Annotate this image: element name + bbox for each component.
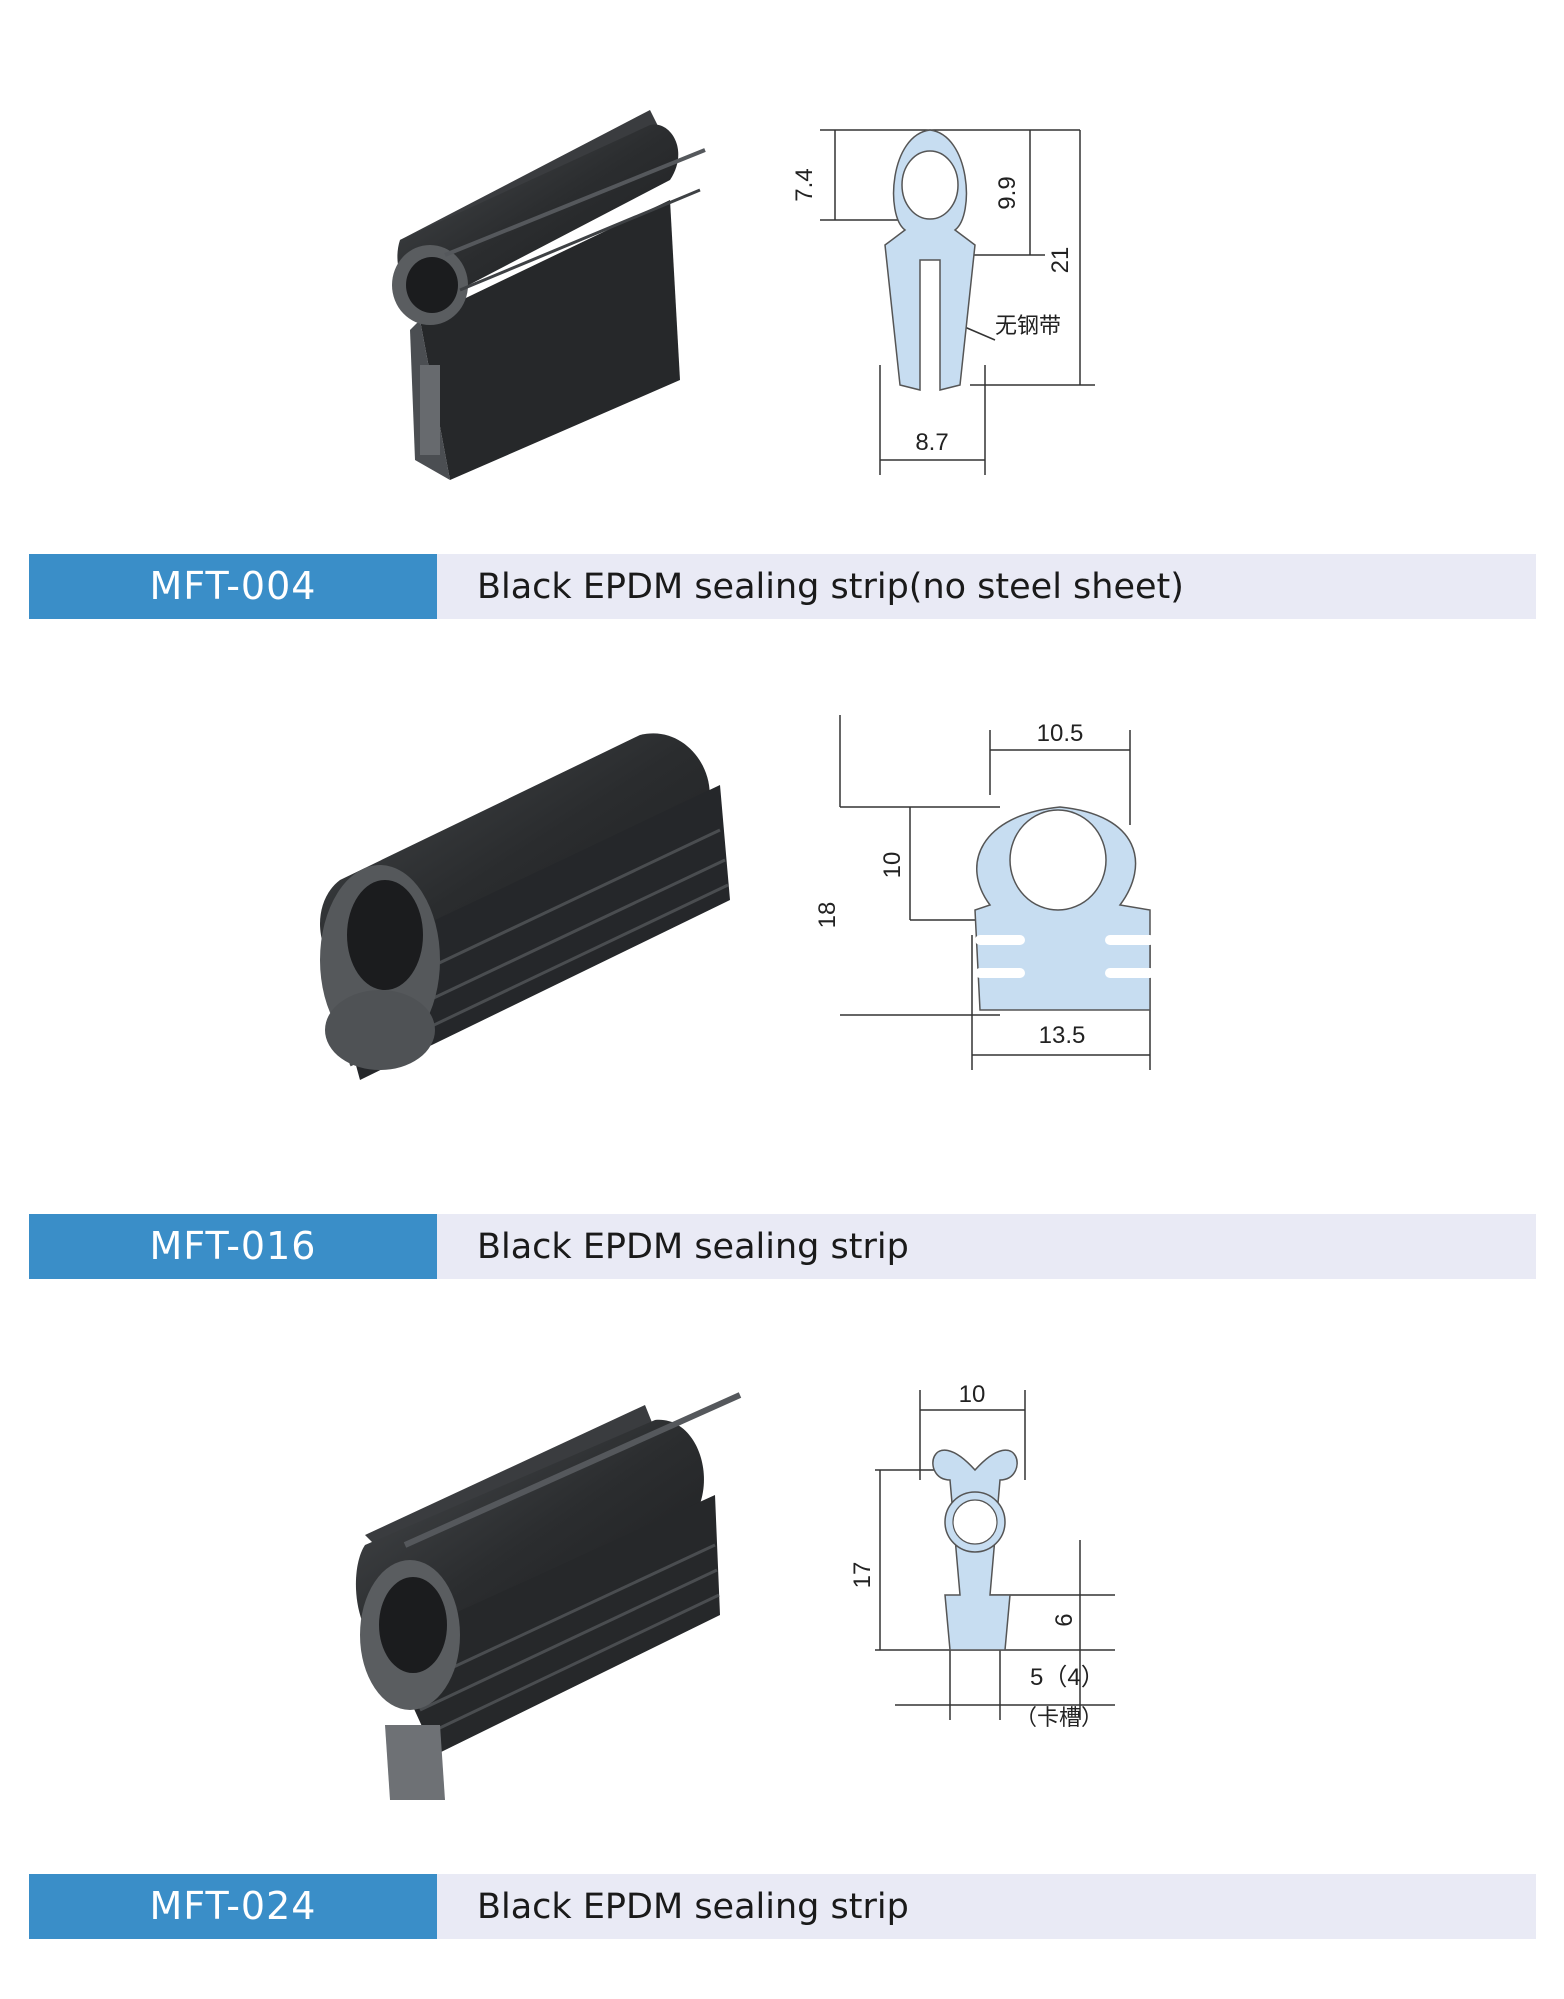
- dim-total-height: 21: [1047, 247, 1074, 274]
- product-photo: [355, 1392, 742, 1800]
- dim-total-height: 18: [814, 902, 841, 929]
- dim-base-width: 13.5: [1039, 1022, 1086, 1049]
- product-visual: 10.5 10 18 13.5: [0, 660, 1564, 1220]
- product-visual: 10 17 6 5（4） （卡槽）: [0, 1320, 1564, 1880]
- product-description: Black EPDM sealing strip: [477, 1887, 909, 1927]
- product-code: MFT-016: [29, 1214, 437, 1279]
- product-photo: [320, 733, 730, 1080]
- product-code: MFT-024: [29, 1874, 437, 1939]
- product-description: Black EPDM sealing strip: [477, 1227, 909, 1267]
- label-bar: MFT-004 Black EPDM sealing strip(no stee…: [29, 554, 1536, 619]
- dim-fin-height: 6: [1051, 1613, 1078, 1626]
- technical-drawing: 10 17 6 5（4） （卡槽）: [849, 1381, 1115, 1731]
- dim-top-bulb: 7.4: [791, 168, 818, 201]
- product-photo: [392, 110, 706, 480]
- label-bar: MFT-016 Black EPDM sealing strip: [29, 1214, 1536, 1279]
- dim-bulb-to-slot: 9.9: [994, 176, 1021, 209]
- dim-width: 8.7: [915, 429, 948, 456]
- technical-drawing: 10.5 10 18 13.5: [814, 715, 1155, 1070]
- product-visual: 7.4 9.9 21 8.7 无钢带: [0, 0, 1564, 560]
- dim-bulb-height: 10: [879, 852, 906, 879]
- drawing-note: （卡槽）: [1015, 1706, 1103, 1731]
- drawing-note: 无钢带: [995, 314, 1061, 339]
- technical-drawing: 7.4 9.9 21 8.7 无钢带: [791, 129, 1095, 475]
- product-description: Black EPDM sealing strip(no steel sheet): [477, 567, 1184, 607]
- product-code: MFT-004: [29, 554, 437, 619]
- dim-total-height: 17: [849, 1562, 876, 1589]
- label-bar: MFT-024 Black EPDM sealing strip: [29, 1874, 1536, 1939]
- dim-top-width: 10.5: [1037, 720, 1084, 747]
- dim-top-width: 10: [959, 1381, 986, 1408]
- dim-slot: 5（4）: [1030, 1664, 1105, 1691]
